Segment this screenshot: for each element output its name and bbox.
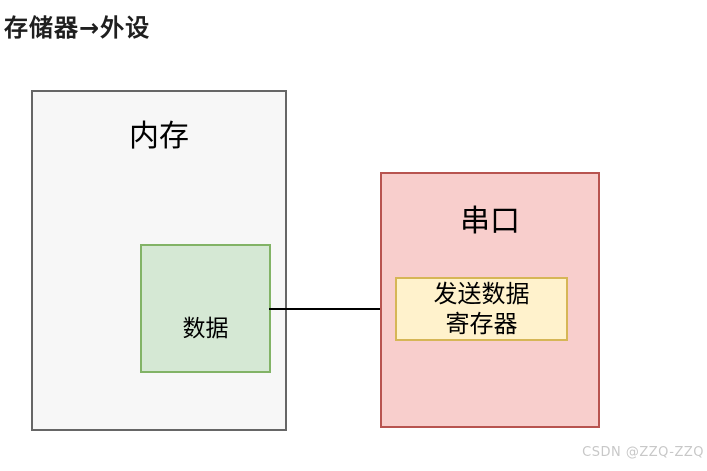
serial-port-label: 串口: [460, 204, 520, 239]
register-label-line2: 寄存器: [445, 310, 518, 338]
watermark: CSDN @ZZQ-ZZQ: [582, 445, 704, 460]
data-box: 数据: [140, 244, 271, 373]
serial-port-box: 串口 发送数据 寄存器: [380, 172, 600, 428]
memory-box: 内存 数据: [31, 90, 287, 431]
send-data-register-box: 发送数据 寄存器: [395, 277, 568, 341]
register-label-line1: 发送数据: [433, 280, 530, 308]
memory-label: 内存: [129, 119, 189, 154]
diagram-title: 存储器→外设: [4, 14, 151, 42]
data-label: 数据: [182, 316, 229, 342]
